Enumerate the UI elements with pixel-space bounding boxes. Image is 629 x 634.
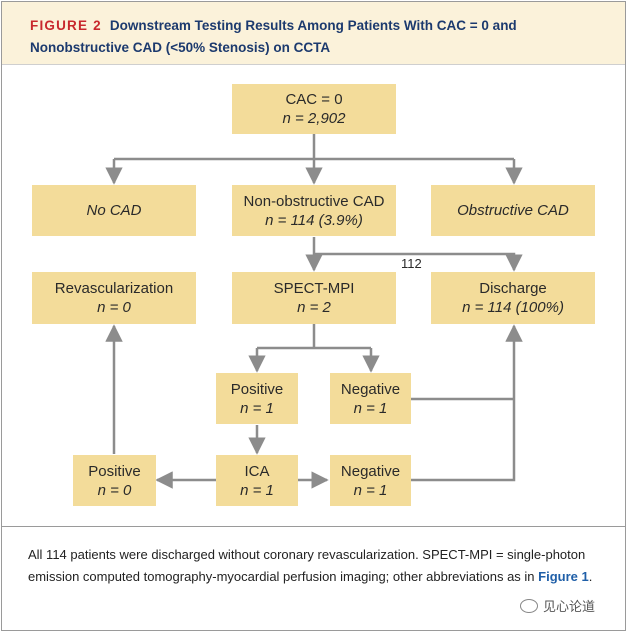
caption-end: . — [588, 569, 593, 584]
box-discharge: Discharge n = 114 (100%) — [431, 272, 595, 324]
edge-ica-negative-to-discharge — [411, 324, 523, 482]
box-obstructive-cad: Obstructive CAD — [431, 185, 595, 236]
box-ica-negative-title: Negative — [340, 462, 401, 480]
box-revasc-count: n = 0 — [97, 299, 131, 316]
box-no-cad-title: No CAD — [86, 202, 142, 219]
box-spect-negative: Negative n = 1 — [330, 373, 411, 424]
box-ica-title: ICA — [244, 462, 270, 480]
box-revasc-title: Revascularization — [54, 280, 174, 297]
box-nonobstructive-cad: Non-obstructive CAD n = 114 (3.9%) — [232, 185, 396, 236]
box-revascularization: Revascularization n = 0 — [32, 272, 196, 324]
box-ica-negative: Negative n = 1 — [330, 455, 411, 506]
box-spect-count: n = 2 — [297, 299, 331, 316]
box-nonobstructive-count: n = 114 (3.9%) — [265, 211, 363, 229]
watermark: 见心论道 — [520, 596, 595, 615]
box-ica-negative-count: n = 1 — [353, 481, 388, 499]
box-ica-positive-count: n = 0 — [97, 481, 132, 499]
box-obstructive-title: Obstructive CAD — [457, 202, 569, 219]
box-ica: ICA n = 1 — [216, 455, 298, 506]
box-nonobstructive-title: Non-obstructive CAD — [243, 192, 385, 210]
figure-title-text: Downstream Testing Results Among Patient… — [30, 18, 517, 55]
box-ica-positive: Positive n = 0 — [73, 455, 156, 506]
box-spect-negative-title: Negative — [340, 380, 401, 398]
figure-caption: All 114 patients were discharged without… — [28, 544, 603, 588]
box-spect-title: SPECT-MPI — [273, 280, 355, 297]
box-spect-positive: Positive n = 1 — [216, 373, 298, 424]
box-spect-negative-count: n = 1 — [353, 399, 388, 417]
header-divider — [2, 64, 625, 65]
box-discharge-count: n = 114 (100%) — [462, 299, 564, 316]
caption-figure-link[interactable]: Figure 1 — [538, 569, 589, 584]
edge-label-112: 112 — [398, 256, 425, 271]
edge-to-discharge-112 — [314, 252, 523, 272]
figure-label: FIGURE 2 — [30, 18, 102, 33]
box-ica-count: n = 1 — [240, 481, 274, 499]
box-spect-positive-title: Positive — [230, 380, 284, 398]
box-cac-zero-count: n = 2,902 — [282, 110, 346, 127]
box-ica-positive-title: Positive — [88, 462, 141, 480]
box-discharge-title: Discharge — [479, 280, 547, 297]
caption-text: All 114 patients were discharged without… — [28, 547, 586, 584]
box-no-cad: No CAD — [32, 185, 196, 236]
caption-divider — [2, 526, 625, 527]
box-cac-zero-title: CAC = 0 — [285, 91, 343, 108]
watermark-text: 见心论道 — [543, 599, 596, 614]
box-cac-zero: CAC = 0 n = 2,902 — [232, 84, 396, 134]
wechat-icon — [520, 598, 538, 613]
box-spect-positive-count: n = 1 — [240, 399, 274, 417]
box-spect-mpi: SPECT-MPI n = 2 — [232, 272, 396, 324]
